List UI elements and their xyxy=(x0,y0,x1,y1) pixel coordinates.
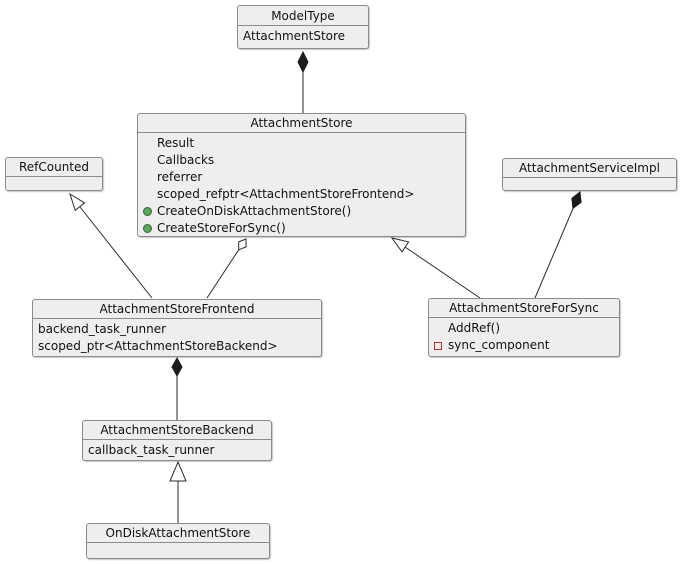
member-label: CreateStoreForSync() xyxy=(157,221,286,235)
member-label: backend_task_runner xyxy=(38,322,167,336)
class-title: OnDiskAttachmentStore xyxy=(87,524,269,543)
class-members xyxy=(503,178,676,190)
member-label: scoped_refptr<AttachmentStoreFrontend> xyxy=(157,187,415,201)
member-label: AddRef() xyxy=(448,321,501,335)
public-method-icon xyxy=(143,207,157,216)
member-row: AddRef() xyxy=(434,320,615,337)
member-row: Result xyxy=(143,135,461,152)
member-row: sync_component xyxy=(434,337,615,354)
edge-generalization-ondisk-backend xyxy=(169,460,187,523)
class-members: callback_task_runner xyxy=(83,440,271,460)
member-label: scoped_ptr<AttachmentStoreBackend> xyxy=(38,339,278,353)
member-label: Callbacks xyxy=(157,153,215,167)
member-label: referrer xyxy=(157,170,203,184)
class-title: AttachmentServiceImpl xyxy=(503,159,676,178)
blank-icon xyxy=(143,140,157,147)
member-row: CreateStoreForSync() xyxy=(143,220,461,236)
blank-icon xyxy=(143,174,157,181)
member-label: CreateOnDiskAttachmentStore() xyxy=(157,204,352,218)
class-attachment-store-frontend[interactable]: AttachmentStoreFrontend backend_task_run… xyxy=(32,299,322,357)
class-ref-counted[interactable]: RefCounted xyxy=(5,157,103,191)
private-field-icon xyxy=(434,341,448,350)
blank-icon xyxy=(143,191,157,198)
hollow-triangle-icon xyxy=(69,192,86,212)
filled-diamond-icon xyxy=(171,356,183,378)
member-label: callback_task_runner xyxy=(88,443,215,457)
class-title: AttachmentStoreBackend xyxy=(83,421,271,440)
edge-composition-backend-frontend xyxy=(171,356,183,420)
class-title: AttachmentStore xyxy=(138,114,465,133)
class-on-disk-attachment-store[interactable]: OnDiskAttachmentStore xyxy=(86,523,270,559)
member-row: Callbacks xyxy=(143,152,461,169)
member-label: Result xyxy=(157,136,195,150)
class-attachment-service-impl[interactable]: AttachmentServiceImpl xyxy=(502,158,677,191)
member-row: AttachmentStore xyxy=(243,28,364,45)
blank-icon xyxy=(434,325,448,332)
class-members xyxy=(87,543,269,558)
edge-generalization-forsync-attachmentstore xyxy=(390,237,481,299)
edge-aggregation-frontend-attachmentstore xyxy=(206,238,247,299)
member-row: referrer xyxy=(143,169,461,186)
class-title: AttachmentStoreForSync xyxy=(429,299,619,318)
class-members: Result Callbacks referrer scoped_refptr<… xyxy=(138,133,465,236)
blank-icon xyxy=(143,157,157,164)
class-members: backend_task_runner scoped_ptr<Attachmen… xyxy=(33,319,321,356)
member-row: callback_task_runner xyxy=(88,442,267,459)
member-label: AttachmentStore xyxy=(243,29,346,43)
class-attachment-store[interactable]: AttachmentStore Result Callbacks referre… xyxy=(137,113,466,237)
filled-diamond-icon xyxy=(571,191,582,210)
hollow-diamond-icon xyxy=(238,238,247,251)
hollow-triangle-icon xyxy=(390,237,410,253)
class-title: RefCounted xyxy=(6,158,102,177)
public-method-icon xyxy=(143,224,157,233)
edge-generalization-frontend-refcounted xyxy=(69,192,153,299)
class-title: ModelType xyxy=(238,6,368,26)
member-row: CreateOnDiskAttachmentStore() xyxy=(143,203,461,220)
class-members: AddRef() sync_component xyxy=(429,318,619,356)
member-row: backend_task_runner xyxy=(38,321,317,338)
edge-composition-modeltype-attachmentstore xyxy=(297,50,309,113)
member-label: sync_component xyxy=(448,338,550,352)
class-attachment-store-for-sync[interactable]: AttachmentStoreForSync AddRef() sync_com… xyxy=(428,298,620,357)
edge-composition-forsync-serviceimpl xyxy=(534,191,582,299)
class-members xyxy=(6,177,102,190)
hollow-triangle-icon xyxy=(169,460,187,482)
class-model-type[interactable]: ModelType AttachmentStore xyxy=(237,5,369,49)
member-row: scoped_refptr<AttachmentStoreFrontend> xyxy=(143,186,461,203)
class-title: AttachmentStoreFrontend xyxy=(33,300,321,319)
class-attachment-store-backend[interactable]: AttachmentStoreBackend callback_task_run… xyxy=(82,420,272,461)
filled-diamond-icon xyxy=(297,50,309,74)
member-row: scoped_ptr<AttachmentStoreBackend> xyxy=(38,338,317,355)
class-members: AttachmentStore xyxy=(238,26,368,48)
